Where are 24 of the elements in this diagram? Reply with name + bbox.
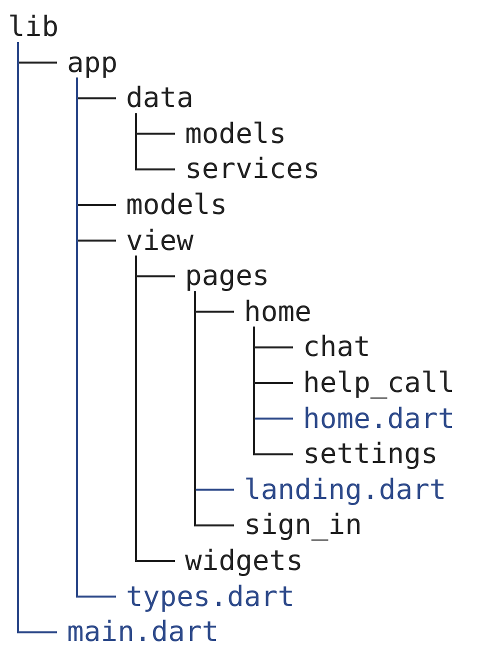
- tree-connector: [194, 291, 234, 526]
- tree-item-label: help_call: [303, 366, 455, 400]
- tree-item-label: pages: [185, 259, 270, 294]
- tree-item-label: sign_in: [244, 508, 362, 542]
- tree-item-label: home.dart: [303, 402, 455, 436]
- tree-item-label: types.dart: [126, 580, 295, 614]
- tree-item-label: widgets: [185, 544, 304, 578]
- tree-item-label: chat: [303, 330, 370, 364]
- tree-item-label: models: [126, 188, 228, 222]
- tree-item-label: landing.dart: [244, 472, 446, 507]
- tree-item-label: settings: [303, 437, 438, 472]
- tree-item-label: services: [185, 152, 320, 186]
- tree-item-label: app: [67, 46, 118, 80]
- tree-item-label: home: [244, 294, 312, 329]
- tree-item-label: lib: [8, 10, 59, 44]
- tree-item-label: data: [126, 81, 194, 116]
- tree-connector: [135, 256, 175, 562]
- tree-item-label: main.dart: [67, 615, 219, 650]
- tree-item-label: view: [126, 224, 194, 258]
- tree-connector: [17, 42, 57, 634]
- tree-connector: [135, 113, 175, 170]
- tree-connector: [253, 326, 293, 456]
- tree-connector: [76, 78, 116, 598]
- tree-item-label: models: [185, 116, 286, 151]
